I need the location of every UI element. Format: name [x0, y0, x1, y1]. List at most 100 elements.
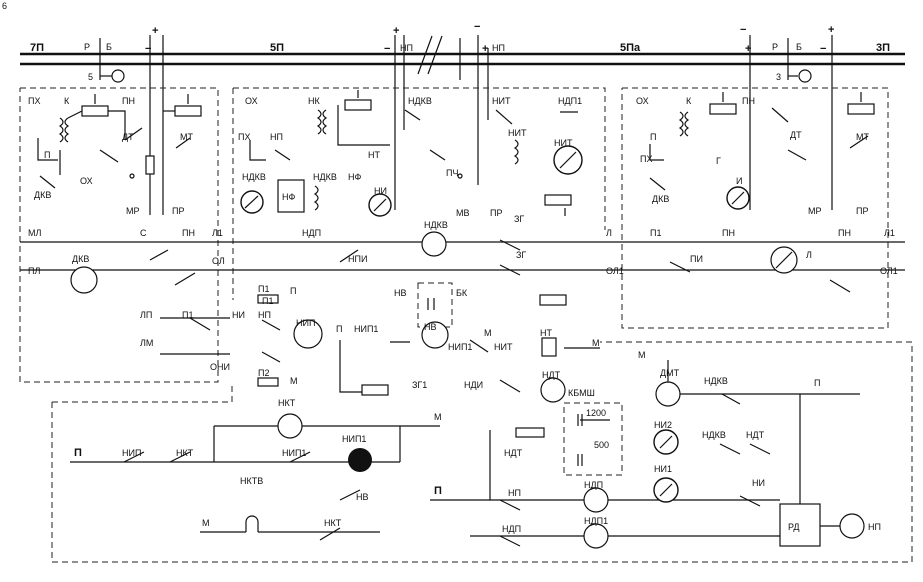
minus-2: − [384, 43, 390, 55]
component-label: НК [308, 96, 320, 106]
component-label: НП [508, 488, 521, 498]
component-label: НДТ [746, 430, 765, 440]
component-label: ДТ [122, 132, 134, 142]
bus-label-5p: 5П [270, 42, 284, 54]
component-label: НИТ [554, 138, 573, 148]
bus-label-5pa: 5Па [620, 42, 641, 54]
component-label: НДКВ [242, 172, 266, 182]
component-label: ОХ [80, 176, 93, 186]
component-label: М [434, 412, 442, 422]
signal-3: 3 [776, 69, 812, 83]
component-label: ПР [490, 208, 502, 218]
component-label: П [650, 132, 656, 142]
component-label: ПХ [238, 132, 250, 142]
component-label: М [290, 376, 298, 386]
component-label: ОНИ [210, 362, 230, 372]
component-label: ПН [838, 228, 851, 238]
component-label: 3 [776, 72, 781, 82]
component-label: ПН [122, 96, 135, 106]
component-label: Г [716, 156, 721, 166]
component-label: РД [788, 522, 800, 532]
component-label: ДКВ [72, 254, 89, 264]
component-label: МТ [856, 132, 869, 142]
component-label: НДТ [542, 370, 561, 380]
component-label: ОЛ1 [880, 266, 898, 276]
component-label: Л [806, 250, 812, 260]
component-label: НКТВ [240, 476, 263, 486]
component-label: НИ [374, 186, 387, 196]
component-label: ПН [182, 228, 195, 238]
component-label: НП [258, 310, 271, 320]
component-label: П1 [182, 310, 193, 320]
component-label: ДКВ [34, 190, 51, 200]
component-label: НДКВ [702, 430, 726, 440]
component-label: НПИ [348, 254, 367, 264]
component-label: НТ [540, 328, 552, 338]
component-label: КБМШ [568, 388, 595, 398]
label-r-right: Р [772, 42, 778, 52]
component-label: ПН [742, 96, 755, 106]
plus-1: + [152, 25, 158, 37]
rd-block: 1200 500 М ДМТ НДКВ П НИ2 НДКВ НДТ НДТ Н… [430, 350, 881, 549]
nkt-block: НКТ М П НИП НКТ НИП1 НИП1 НКТВ НВ М НКТ [70, 398, 442, 541]
component-label: НКТ [176, 448, 194, 458]
component-label: ПХ [28, 96, 40, 106]
component-label: П1 [258, 284, 269, 294]
component-label: НП [868, 522, 881, 532]
line-circuit: МЛ ПЛ ДКВ С ПН Л1 ОЛ НДП НПИ НДКВ Л ОЛ1 … [20, 220, 905, 294]
component-label: ДМТ [660, 368, 680, 378]
minus-4: − [740, 24, 746, 36]
component-label: П1 [262, 296, 273, 306]
component-label: Л1 [884, 228, 895, 238]
component-label: НДКВ [704, 376, 728, 386]
component-label: НДТ [504, 448, 523, 458]
component-label: ОХ [245, 96, 258, 106]
component-label: Л1 [212, 228, 223, 238]
component-label: НДП [502, 524, 521, 534]
component-label: П [434, 485, 442, 497]
plus-5: + [828, 24, 834, 36]
component-label: НИТ [494, 342, 513, 352]
component-label: ПР [172, 206, 184, 216]
component-label: МР [808, 206, 822, 216]
component-label: НИТ [492, 96, 511, 106]
component-label: П [44, 150, 50, 160]
plus-4: + [745, 43, 751, 55]
component-label: ПЛ [28, 266, 40, 276]
figure-number: 6 [2, 1, 7, 11]
component-label: П1 [650, 228, 661, 238]
label-np-a: НП [400, 43, 413, 53]
component-label: НКТ [324, 518, 342, 528]
label-b-right: Б [796, 42, 802, 52]
component-label: ЛМ [140, 338, 153, 348]
minus-5: − [820, 43, 826, 55]
component-label: 500 [594, 440, 609, 450]
component-label: НИП1 [282, 448, 306, 458]
component-label: К [64, 96, 70, 106]
component-label: М [202, 518, 210, 528]
component-label: НВ [424, 322, 437, 332]
label-r-left: Р [84, 42, 90, 52]
component-label: НДП [302, 228, 321, 238]
component-label: ПН [722, 228, 735, 238]
label-b-left: Б [106, 42, 112, 52]
component-label: ПИ [690, 254, 703, 264]
middle-relay-group: ОХ НК НДКВ НИТ НДП1 ПХ НП НТ НИТ НИТ НДК… [238, 90, 583, 260]
component-label: ЗГ1 [412, 380, 427, 390]
component-label: НИП1 [342, 434, 366, 444]
component-label: НФ [348, 172, 361, 182]
component-label: С [140, 228, 147, 238]
right-relay-group: ОХ К ПН ДТ МТ П ПХ Г И ДКВ МР ПР [636, 92, 875, 216]
component-label: НИ [232, 310, 245, 320]
component-label: НИП [296, 318, 315, 328]
component-label: МВ [456, 208, 470, 218]
component-label: 5 [88, 72, 93, 82]
component-label: ПХ [640, 154, 652, 164]
component-label: МЛ [28, 228, 41, 238]
component-label: М [484, 328, 492, 338]
component-label: П [74, 447, 82, 459]
component-label: НДКВ [408, 96, 432, 106]
component-label: НИ2 [654, 420, 672, 430]
